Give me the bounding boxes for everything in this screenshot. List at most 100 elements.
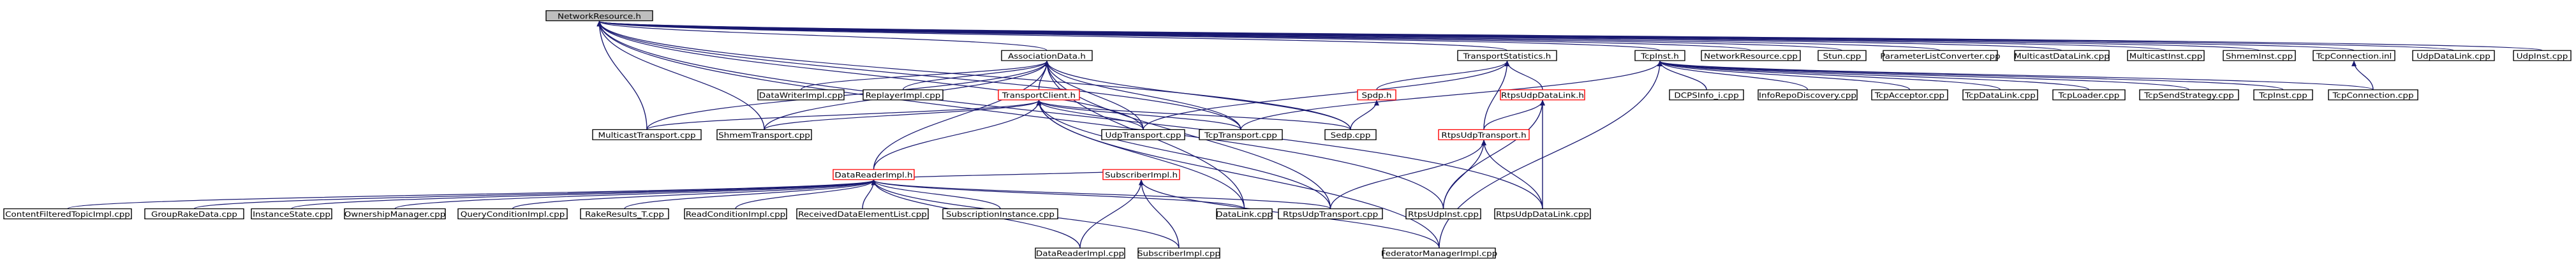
node-box	[1278, 208, 1383, 219]
node-si-cpp[interactable]: SubscriberImpl.cpp	[1137, 247, 1220, 259]
node-box	[684, 208, 787, 219]
node-mcdl[interactable]: MulticastDataLink.cpp	[2014, 50, 2110, 61]
node-udpinst[interactable]: UdpInst.cpp	[2513, 50, 2572, 61]
include-edge	[512, 179, 877, 210]
node-box	[2014, 50, 2110, 61]
node-fmi[interactable]: FederatorManagerImpl.cpp	[1381, 247, 1497, 259]
node-mct[interactable]: MulticastTransport.cpp	[592, 129, 702, 140]
include-edge	[1036, 99, 1245, 209]
node-shminst[interactable]: ShmemInst.cpp	[2223, 50, 2296, 61]
node-tcpt[interactable]: TcpTransport.cpp	[1199, 129, 1283, 140]
node-box	[1871, 89, 1948, 101]
node-rut-h[interactable]: RtpsUdpTransport.h	[1438, 129, 1530, 140]
node-datalink[interactable]: DataLink.cpp	[1216, 208, 1273, 219]
node-rr[interactable]: RakeResults_T.cpp	[580, 208, 669, 219]
node-rudl-h[interactable]: RtpsUdpDataLink.h	[1500, 89, 1585, 101]
node-label: DataReaderImpl.cpp	[1036, 249, 1124, 258]
node-label: RakeResults_T.cpp	[585, 210, 664, 219]
include-edge	[1139, 179, 1180, 249]
node-rut-cpp[interactable]: RtpsUdpTransport.cpp	[1278, 208, 1383, 219]
node-udpt[interactable]: UdpTransport.cpp	[1101, 129, 1185, 140]
node-spdp-h[interactable]: Spdp.h	[1357, 89, 1396, 101]
node-box	[862, 89, 944, 101]
node-label: QueryConditionImpl.cpp	[461, 210, 565, 219]
include-edge	[597, 20, 2543, 51]
node-rudl-cpp[interactable]: RtpsUdpDataLink.cpp	[1494, 208, 1591, 219]
node-box	[2127, 50, 2205, 61]
include-edge	[871, 179, 1331, 210]
node-label: UdpInst.cpp	[2517, 52, 2568, 61]
node-label: Stun.cpp	[1823, 52, 1862, 61]
node-nr[interactable]: NetworkResource.h	[545, 10, 653, 22]
include-edge	[1657, 61, 2374, 91]
node-tcpconn-cpp[interactable]: TcpConnection.cpp	[2328, 89, 2418, 101]
node-box	[545, 10, 653, 22]
include-edge	[873, 61, 1049, 170]
node-label: RtpsUdpInst.cpp	[1408, 210, 1479, 219]
node-tcpinst-h[interactable]: TcpInst.h	[1634, 50, 1685, 61]
node-grd[interactable]: GroupRakeData.cpp	[144, 208, 244, 219]
include-edge	[1143, 61, 1510, 130]
node-box	[1701, 50, 1801, 61]
node-qci[interactable]: QueryConditionImpl.cpp	[457, 208, 568, 219]
include-edge	[1350, 99, 1379, 130]
node-label: Spdp.h	[1361, 91, 1391, 99]
node-inst[interactable]: InstanceState.cpp	[251, 208, 332, 219]
node-tcpsend[interactable]: TcpSendStrategy.cpp	[2139, 89, 2239, 101]
node-replayer[interactable]: ReplayerImpl.cpp	[862, 89, 944, 101]
node-rdel[interactable]: ReceivedDataElementList.cpp	[796, 208, 929, 219]
node-sedp[interactable]: Sedp.cpp	[1324, 129, 1377, 140]
node-shmt[interactable]: ShmemTransport.cpp	[716, 129, 812, 140]
node-box	[2223, 50, 2296, 61]
include-edge	[1483, 99, 1545, 130]
node-subimpl-h[interactable]: SubscriberImpl.h	[1102, 169, 1180, 180]
node-tcpconn-inl[interactable]: TcpConnection.inl	[2313, 50, 2395, 61]
node-label: RtpsUdpTransport.cpp	[1283, 210, 1378, 219]
node-cft[interactable]: ContentFilteredTopicImpl.cpp	[3, 208, 132, 219]
node-tcpacc[interactable]: TcpAcceptor.cpp	[1871, 89, 1948, 101]
node-dri-cpp[interactable]: DataReaderImpl.cpp	[1035, 247, 1125, 259]
node-rci[interactable]: ReadConditionImpl.cpp	[684, 208, 787, 219]
node-box	[592, 129, 702, 140]
node-box	[251, 208, 332, 219]
node-irdisc[interactable]: InfoRepoDiscovery.cpp	[1758, 89, 1858, 101]
include-edge	[1079, 179, 1144, 249]
node-label: ReceivedDataElementList.cpp	[798, 210, 927, 219]
node-ts[interactable]: TransportStatistics.h	[1457, 50, 1557, 61]
node-mcinst[interactable]: MulticastInst.cpp	[2127, 50, 2205, 61]
node-tcploader[interactable]: TcpLoader.cpp	[2052, 89, 2126, 101]
node-tcpinst-cpp[interactable]: TcpInst.cpp	[2253, 89, 2313, 101]
node-ruinst[interactable]: RtpsUdpInst.cpp	[1405, 208, 1481, 219]
include-edge	[2351, 61, 2374, 90]
node-dcps[interactable]: DCPSInfo_i.cpp	[1669, 89, 1744, 101]
node-om[interactable]: OwnershipManager.cpp	[344, 208, 446, 219]
include-edge	[1036, 99, 1440, 249]
node-label: RtpsUdpTransport.h	[1441, 131, 1526, 140]
node-box	[796, 208, 929, 219]
node-tcpdl[interactable]: TcpDataLink.cpp	[1962, 89, 2038, 101]
node-box	[1500, 89, 1585, 101]
node-stun[interactable]: Stun.cpp	[1817, 50, 1867, 61]
node-subinst[interactable]: SubscriptionInstance.cpp	[942, 208, 1058, 219]
node-tclient[interactable]: TransportClient.h	[998, 89, 1080, 101]
node-box	[1494, 208, 1591, 219]
node-box	[1962, 89, 2038, 101]
node-box	[1199, 129, 1283, 140]
node-box	[1035, 247, 1125, 259]
node-box	[1758, 89, 1858, 101]
include-edge	[596, 20, 1543, 209]
include-edge	[596, 20, 765, 130]
node-ad[interactable]: AssociationData.h	[1001, 50, 1093, 61]
node-label: ReadConditionImpl.cpp	[686, 210, 785, 219]
node-dri-h[interactable]: DataReaderImpl.h	[833, 169, 915, 180]
node-label: MulticastInst.cpp	[2129, 52, 2203, 61]
node-box	[580, 208, 669, 219]
node-label: MulticastDataLink.cpp	[2014, 52, 2110, 61]
node-udpdl[interactable]: UdpDataLink.cpp	[2412, 50, 2495, 61]
node-dwi[interactable]: DataWriterImpl.cpp	[757, 89, 845, 101]
include-edge	[1044, 61, 1144, 130]
node-box	[1883, 50, 1998, 61]
node-plc[interactable]: ParameterListConverter.cpp	[1880, 50, 2001, 61]
node-nr-cpp[interactable]: NetworkResource.cpp	[1701, 50, 1801, 61]
include-edge	[1657, 61, 2284, 91]
